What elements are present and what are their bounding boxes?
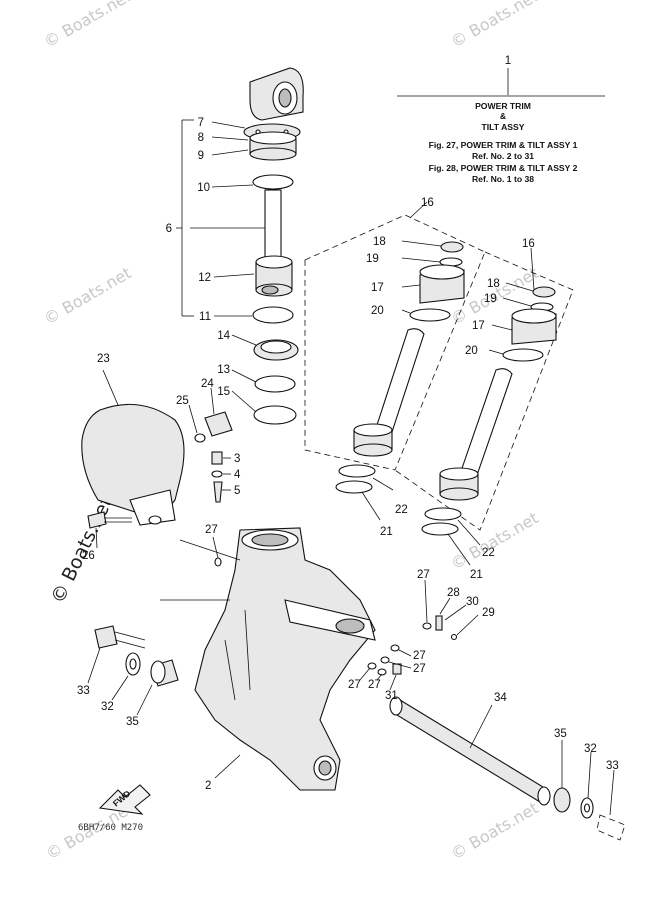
assembly-note: 1 POWER TRIM & TILT ASSY Fig. 27, POWER … bbox=[397, 55, 605, 184]
callout-21a: 21 bbox=[380, 526, 393, 538]
callout-18b: 18 bbox=[487, 278, 500, 290]
note-subtitle: TILT ASSY bbox=[482, 122, 525, 132]
callout-34: 34 bbox=[494, 692, 507, 704]
note-fig28: Fig. 28, POWER TRIM & TILT ASSY 2 bbox=[429, 163, 578, 173]
callout-4: 4 bbox=[234, 469, 241, 481]
bolt-26 bbox=[87, 511, 132, 529]
tilt-cylinder-group-left bbox=[304, 214, 486, 471]
callout-27c: 27 bbox=[413, 650, 426, 662]
callout-24: 24 bbox=[201, 378, 214, 390]
callout-20a: 20 bbox=[371, 305, 384, 317]
callout-30: 30 bbox=[466, 596, 479, 608]
callout-12: 12 bbox=[198, 272, 211, 284]
watermark: © Boats.net bbox=[448, 0, 542, 51]
callout-22a: 22 bbox=[395, 504, 408, 516]
note-title: POWER TRIM bbox=[475, 101, 531, 111]
callout-20b: 20 bbox=[465, 345, 478, 357]
tilt-cylinder-group-right bbox=[394, 251, 574, 531]
callout-19a: 19 bbox=[366, 253, 379, 265]
callout-33a: 33 bbox=[77, 685, 90, 697]
tilt-tube bbox=[389, 696, 551, 806]
small-parts bbox=[194, 411, 233, 503]
callout-18a: 18 bbox=[373, 236, 386, 248]
callout-27d: 27 bbox=[413, 663, 426, 675]
callout-27e: 27 bbox=[348, 679, 361, 691]
drawing-code: 6BH7/60 M270 bbox=[78, 823, 143, 833]
callout-26: 26 bbox=[82, 550, 95, 562]
leader-lines bbox=[87, 121, 615, 816]
callout-10: 10 bbox=[197, 182, 210, 194]
callout-25: 25 bbox=[176, 395, 189, 407]
callout-2: 2 bbox=[205, 780, 211, 792]
anode-cover bbox=[81, 403, 185, 526]
callout-19b: 19 bbox=[484, 293, 497, 305]
callout-31: 31 bbox=[385, 690, 398, 702]
callout-17b: 17 bbox=[472, 320, 485, 332]
callout-15: 15 bbox=[217, 386, 230, 398]
callout-35b: 35 bbox=[554, 728, 567, 740]
callout-32b: 32 bbox=[584, 743, 597, 755]
note-fig28-ref: Ref. No. 1 to 38 bbox=[472, 174, 534, 184]
callout-35a: 35 bbox=[126, 716, 139, 728]
callout-27b: 27 bbox=[417, 569, 430, 581]
bracket-body bbox=[160, 527, 376, 791]
note-amp: & bbox=[500, 111, 506, 121]
rings-21-22 bbox=[335, 464, 462, 536]
pins-and-orings bbox=[214, 557, 458, 676]
callout-13: 13 bbox=[217, 364, 230, 376]
callout-29: 29 bbox=[482, 607, 495, 619]
callout-16a: 16 bbox=[421, 197, 434, 209]
callout-14: 14 bbox=[217, 330, 230, 342]
watermark: © Boats.net bbox=[448, 508, 542, 573]
callouts: 7 8 9 10 6 12 11 14 13 15 24 25 23 3 4 5… bbox=[77, 117, 619, 792]
note-fig27: Fig. 27, POWER TRIM & TILT ASSY 1 bbox=[429, 140, 578, 150]
callout-8: 8 bbox=[198, 132, 204, 144]
callout-7: 7 bbox=[198, 117, 204, 129]
watermark: © Boats.net bbox=[41, 263, 135, 328]
note-fig27-ref: Ref. No. 2 to 31 bbox=[472, 151, 534, 161]
watermark: © Boats.net bbox=[448, 798, 542, 863]
callout-1: 1 bbox=[505, 55, 511, 67]
callout-27a: 27 bbox=[205, 524, 218, 536]
callout-33b: 33 bbox=[606, 760, 619, 772]
right-hardware bbox=[553, 787, 626, 841]
callout-27f: 27 bbox=[368, 679, 381, 691]
trim-cylinder-assembly bbox=[176, 67, 304, 425]
callout-23: 23 bbox=[97, 353, 110, 365]
callout-32a: 32 bbox=[101, 701, 114, 713]
watermark: © Boats.net bbox=[41, 0, 135, 51]
callout-21b: 21 bbox=[470, 569, 483, 581]
callout-5: 5 bbox=[234, 485, 240, 497]
callout-6: 6 bbox=[166, 223, 172, 235]
callout-28: 28 bbox=[447, 587, 460, 599]
callout-17a: 17 bbox=[371, 282, 384, 294]
callout-16b: 16 bbox=[522, 238, 535, 250]
callout-11: 11 bbox=[199, 311, 211, 323]
callout-3: 3 bbox=[234, 453, 240, 465]
callout-22b: 22 bbox=[482, 547, 495, 559]
callout-9: 9 bbox=[198, 150, 204, 162]
left-hardware bbox=[94, 625, 179, 687]
forward-arrow: FWD bbox=[98, 784, 151, 815]
